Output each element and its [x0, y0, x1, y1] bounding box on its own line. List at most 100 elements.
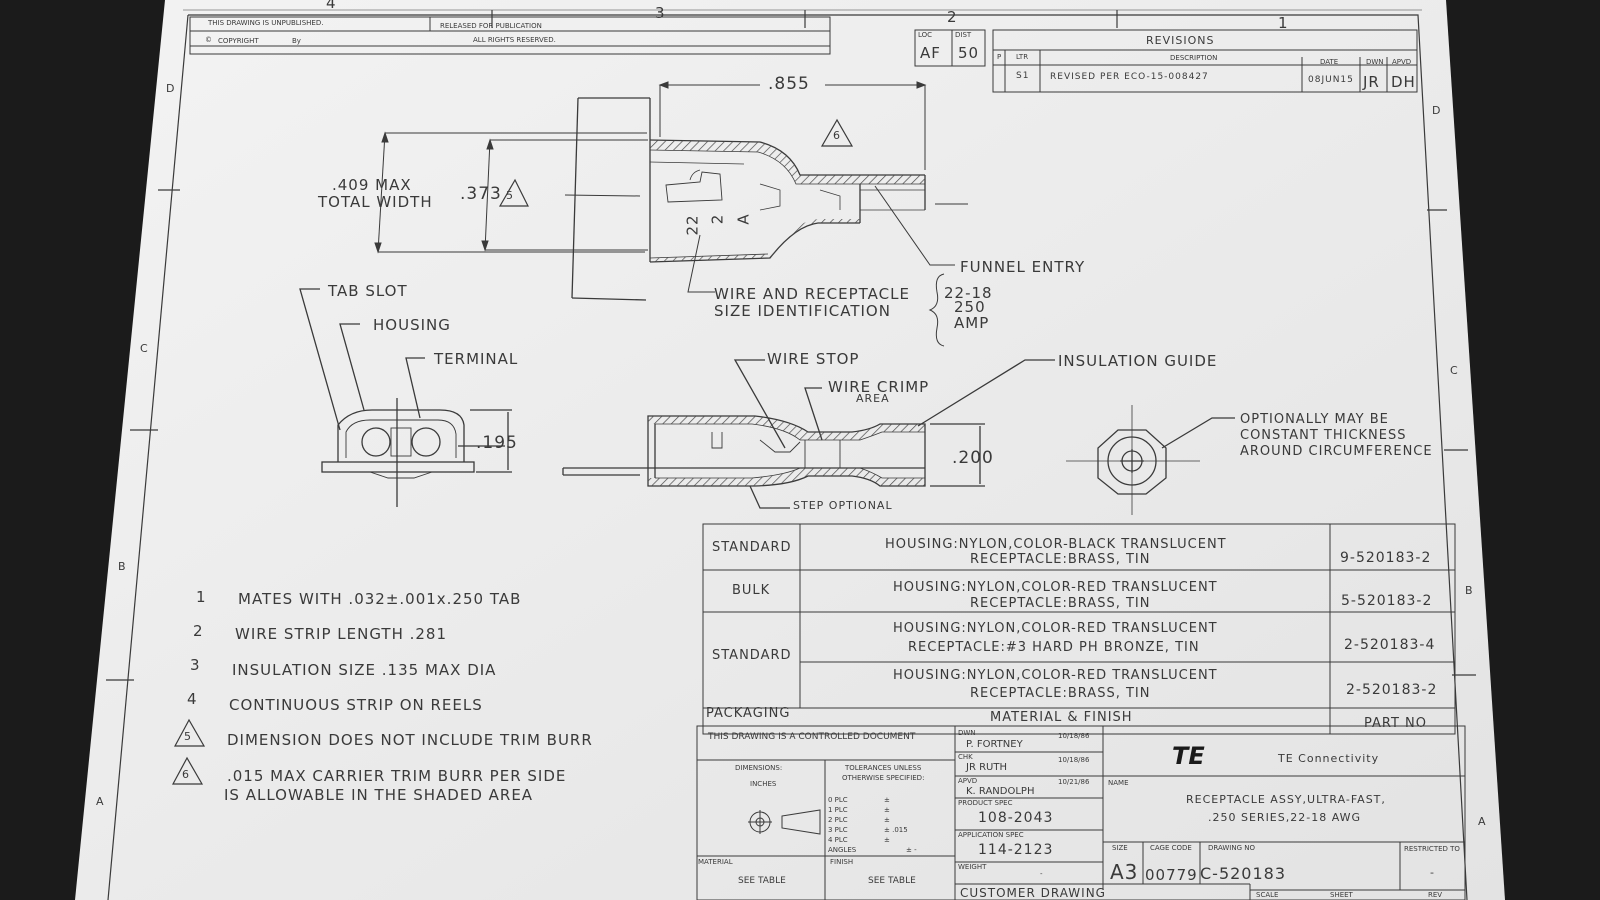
parts-row-1-packaging: STANDARD: [712, 540, 792, 555]
callout-housing: HOUSING: [373, 316, 451, 334]
tb-size-label: SIZE: [1112, 844, 1128, 852]
tb-finish-value: SEE TABLE: [868, 876, 916, 886]
dim-max-width-value: .409 MAX: [332, 176, 412, 194]
rev-header-description: DESCRIPTION: [1170, 54, 1218, 62]
tb-application-spec-label: APPLICATION SPEC: [958, 831, 1024, 839]
top-view-wall-hatch: [650, 140, 925, 184]
loc-dist-box: [914, 29, 986, 67]
end-view: [1066, 405, 1235, 515]
tb-plc-1: 1 PLC: [828, 806, 848, 814]
tb-dimensions-label: DIMENSIONS:: [735, 764, 783, 772]
tb-sheet-label: SHEET: [1330, 891, 1353, 899]
tb-name-2: .250 SERIES,22-18 AWG: [1208, 811, 1362, 824]
parts-header-material: MATERIAL & FINISH: [990, 710, 1133, 725]
parts-row-2-part: 5-520183-2: [1341, 593, 1433, 609]
tb-name-1: RECEPTACLE ASSY,ULTRA-FAST,: [1186, 793, 1386, 806]
tb-scale-label: SCALE: [1256, 891, 1279, 899]
rev-header-apvd: APVD: [1392, 58, 1412, 66]
tb-product-spec: 108-2043: [978, 810, 1054, 826]
top-view-lower-hatch: [650, 219, 860, 262]
note-6-text: .015 MAX CARRIER TRIM BURR PER SIDE: [227, 767, 567, 785]
callout-step-optional: STEP OPTIONAL: [793, 499, 893, 512]
tb-plc-val-3: ± .015: [884, 826, 908, 834]
tb-plc-val-2: ±: [884, 816, 890, 824]
tb-material-value: SEE TABLE: [738, 876, 786, 886]
tb-company: TE Connectivity: [1278, 752, 1380, 765]
callout-optional-1: OPTIONALLY MAY BE: [1240, 412, 1389, 427]
parts-row-4-line2: RECEPTACLE:BRASS, TIN: [970, 686, 1151, 701]
note-3-num: 3: [190, 656, 201, 674]
revisions-title: REVISIONS: [1146, 34, 1215, 47]
dist-value: 50: [958, 44, 980, 62]
tb-name-label: NAME: [1108, 779, 1129, 787]
header-block: [189, 16, 831, 55]
sheet-frame: [106, 9, 1476, 900]
note-5-flag: 5: [184, 730, 192, 743]
zone-top-2: 2: [947, 8, 958, 26]
tb-restricted-label: RESTRICTED TO: [1404, 845, 1460, 853]
parts-row-2-line1: HOUSING:NYLON,COLOR-RED TRANSLUCENT: [893, 580, 1218, 595]
tb-drawing-no-label: DRAWING NO: [1208, 844, 1255, 852]
parts-row-1-part: 9-520183-2: [1340, 550, 1432, 566]
tb-plc-3: 3 PLC: [828, 826, 848, 834]
note-2-num: 2: [193, 622, 204, 640]
parts-row-3-line1: HOUSING:NYLON,COLOR-RED TRANSLUCENT: [893, 621, 1218, 636]
tb-chk-label: CHK: [958, 753, 973, 761]
header-unpublished: THIS DRAWING IS UNPUBLISHED.: [208, 19, 324, 27]
dim-inner-width: .373: [460, 184, 502, 204]
callout-wire-crimp-2: AREA: [856, 392, 890, 405]
parts-table-grid: [702, 523, 1456, 735]
tb-weight-value: -: [1040, 870, 1043, 878]
tb-weight-label: WEIGHT: [958, 863, 987, 871]
parts-header-packaging: PACKAGING: [706, 706, 791, 721]
parts-header-part: PART NO: [1364, 716, 1428, 731]
rev-header-p: P: [997, 53, 1002, 61]
side-marking-22: 22: [683, 214, 702, 236]
zone-right-b: B: [1465, 584, 1474, 597]
callout-optional-3: AROUND CIRCUMFERENCE: [1240, 444, 1433, 459]
tb-cage-label: CAGE CODE: [1150, 844, 1192, 852]
note-1-num: 1: [196, 588, 207, 606]
parts-row-1-line1: HOUSING:NYLON,COLOR-BLACK TRANSLUCENT: [885, 537, 1227, 552]
zone-right-d: D: [1432, 104, 1442, 117]
rev-header-date: DATE: [1320, 58, 1339, 66]
tb-drawing-no: C-520183: [1200, 864, 1287, 883]
tb-restricted-value: -: [1430, 866, 1435, 879]
tb-size: A3: [1110, 860, 1139, 884]
dim-height-side: .200: [952, 448, 994, 468]
note-5-text: DIMENSION DOES NOT INCLUDE TRIM BURR: [227, 731, 593, 749]
parts-row-4-part: 2-520183-2: [1346, 682, 1438, 698]
note-2-text: WIRE STRIP LENGTH .281: [235, 625, 448, 643]
loc-value: AF: [920, 44, 941, 62]
tb-plc-angles: ANGLES: [828, 846, 857, 854]
rev-header-dwn: DWN: [1366, 58, 1384, 66]
zone-top-4: 4: [326, 0, 337, 12]
parts-row-3-line2: RECEPTACLE:#3 HARD PH BRONZE, TIN: [908, 640, 1200, 655]
tb-customer-drawing: CUSTOMER DRAWING: [960, 886, 1106, 900]
note-6-flag: 6: [182, 768, 190, 781]
dist-label: DIST: [955, 31, 972, 39]
note-1-text: MATES WITH .032±.001x.250 TAB: [238, 590, 522, 608]
callout-wire-crimp-1: WIRE CRIMP: [828, 378, 930, 396]
zone-left-b: B: [118, 560, 127, 573]
callout-tab-slot: TAB SLOT: [328, 282, 408, 300]
id-size: 250: [954, 298, 986, 316]
side-marking-2: 2: [708, 213, 727, 225]
zone-top-3: 3: [655, 4, 666, 22]
tb-controlled: THIS DRAWING IS A CONTROLLED DOCUMENT: [708, 732, 916, 742]
tb-dwn-label: DWN: [958, 729, 976, 737]
tb-chk-date: 10/18/86: [1058, 756, 1090, 764]
parts-row-2-line2: RECEPTACLE:BRASS, TIN: [970, 596, 1151, 611]
note-4-num: 4: [187, 690, 198, 708]
loc-label: LOC: [918, 31, 933, 39]
tb-apvd-name: K. RANDOLPH: [966, 786, 1035, 797]
tb-tolerances-1: TOLERANCES UNLESS: [845, 764, 922, 772]
zone-right-c: C: [1450, 364, 1459, 377]
parts-row-3-part: 2-520183-4: [1344, 637, 1436, 653]
front-view: [299, 288, 512, 507]
header-by: By: [292, 37, 301, 45]
header-copyright: COPYRIGHT: [218, 37, 259, 45]
tb-plc-val-1: ±: [884, 806, 890, 814]
id-amp: AMP: [954, 314, 990, 332]
callout-wire-id-2: SIZE IDENTIFICATION: [714, 302, 891, 320]
